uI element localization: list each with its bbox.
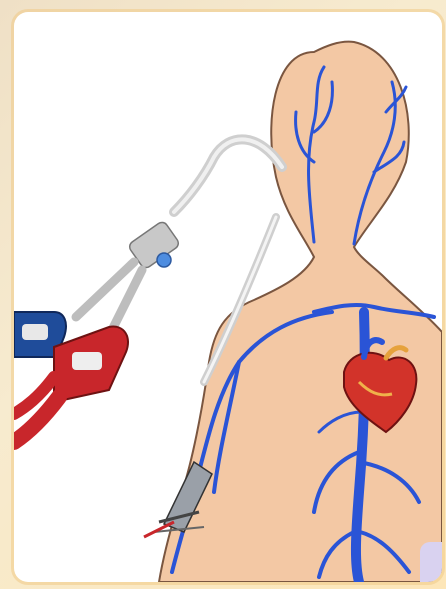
- illustration-card: [14, 12, 442, 582]
- medical-illustration: [14, 12, 442, 582]
- corner-accent: [420, 542, 442, 582]
- catheter-hub: [76, 220, 181, 342]
